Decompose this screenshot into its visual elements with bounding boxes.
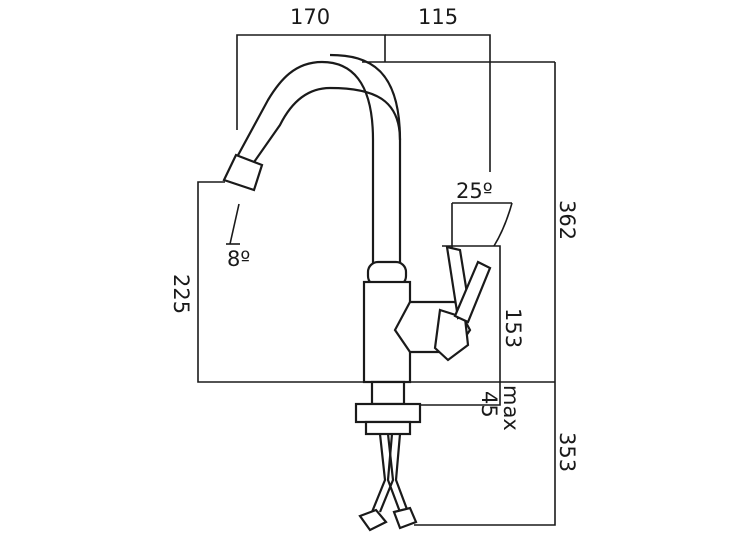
dimension-lines xyxy=(197,34,556,526)
label-8-deg: 8º xyxy=(227,247,250,271)
washer xyxy=(364,420,412,436)
label-170: 170 xyxy=(290,5,330,29)
label-153: 153 xyxy=(501,308,525,348)
dim-170-line xyxy=(236,34,386,130)
label-353: 353 xyxy=(555,432,579,472)
label-115: 115 xyxy=(418,5,458,29)
spout-tip xyxy=(222,153,264,192)
angle-8-line xyxy=(229,203,240,245)
angle-25-arc xyxy=(493,202,513,247)
tap-outline xyxy=(222,53,492,532)
dim-115-line xyxy=(385,34,491,172)
hose-fitting-left xyxy=(358,508,388,532)
spout-outer xyxy=(229,60,375,268)
label-362: 362 xyxy=(555,200,579,240)
hose-right-a xyxy=(386,433,402,513)
hose-right-b xyxy=(394,433,410,513)
lever-handle-alt xyxy=(453,260,492,324)
shank xyxy=(370,380,406,406)
label-max-45-line1: max xyxy=(499,385,523,431)
hose-fitting-right xyxy=(392,506,418,530)
hose-left-a xyxy=(370,433,387,513)
spout-inner xyxy=(251,86,402,166)
fixing-nut xyxy=(354,402,422,424)
label-25-deg: 25º xyxy=(456,179,493,203)
label-max-45-line2: 45 xyxy=(477,391,501,418)
dim-353-line xyxy=(414,382,556,526)
spout-outer-back xyxy=(329,53,402,268)
label-max-45: max 45 xyxy=(477,385,523,431)
dim-153-line xyxy=(420,245,501,406)
label-225: 225 xyxy=(169,274,193,314)
